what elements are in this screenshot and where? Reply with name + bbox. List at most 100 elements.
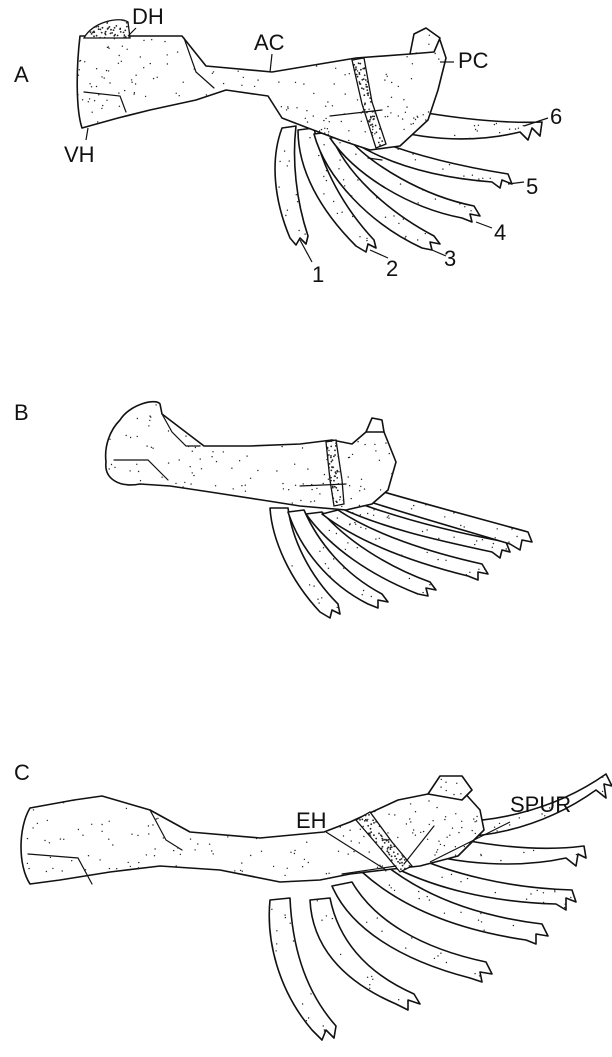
stipple-dot — [101, 108, 102, 109]
stipple-dot — [348, 140, 349, 141]
stipple-dot — [483, 930, 484, 931]
stipple-dot — [79, 40, 80, 41]
stipple-dot — [143, 67, 144, 68]
stipple-dot — [285, 215, 286, 216]
stipple-dot — [515, 128, 516, 129]
stipple-dot — [310, 993, 311, 994]
panel-c-spur-label: SPUR — [510, 792, 571, 817]
stipple-dot — [319, 551, 320, 552]
stipple-dot — [372, 129, 373, 130]
stipple-dot — [379, 865, 380, 866]
stipple-dot — [294, 464, 295, 465]
dense-stipple-dot — [390, 844, 392, 846]
dense-stipple-dot — [358, 62, 360, 64]
stipple-dot — [328, 450, 329, 451]
stipple-dot — [543, 892, 544, 893]
dense-stipple-dot — [367, 94, 369, 96]
stipple-dot — [327, 101, 328, 102]
stipple-dot — [150, 63, 151, 64]
stipple-dot — [398, 999, 399, 1000]
dense-stipple-dot — [96, 35, 98, 37]
stipple-dot — [282, 483, 283, 484]
stipple-dot — [213, 853, 214, 854]
stipple-dot — [432, 820, 433, 821]
stipple-dot — [131, 82, 132, 83]
stipple-dot — [472, 830, 473, 831]
panel-a: A — [14, 4, 562, 287]
panel-a-vh-leader — [86, 128, 88, 140]
stipple-dot — [287, 108, 288, 109]
dense-stipple-dot — [110, 29, 112, 31]
stipple-dot — [212, 451, 213, 452]
stipple-dot — [331, 541, 332, 542]
stipple-dot — [286, 109, 287, 110]
stipple-dot — [496, 830, 497, 831]
stipple-dot — [363, 590, 364, 591]
stipple-dot — [369, 988, 370, 989]
stipple-dot — [359, 505, 360, 506]
panel-c-eh-label: EH — [296, 808, 327, 833]
dense-stipple-dot — [90, 31, 92, 33]
dense-stipple-dot — [397, 853, 399, 855]
stipple-dot — [449, 164, 450, 165]
stipple-dot — [343, 835, 344, 836]
stipple-dot — [278, 186, 279, 187]
stipple-dot — [354, 522, 355, 523]
stipple-dot — [363, 826, 364, 827]
stipple-dot — [151, 39, 152, 40]
stipple-dot — [167, 54, 168, 55]
stipple-dot — [116, 868, 117, 869]
stipple-dot — [109, 82, 110, 83]
stipple-dot — [385, 217, 386, 218]
stipple-dot — [371, 596, 372, 597]
dense-stipple-dot — [128, 36, 130, 38]
stipple-dot — [453, 794, 454, 795]
stipple-dot — [313, 585, 314, 586]
stipple-dot — [163, 837, 164, 838]
stipple-dot — [352, 216, 353, 217]
stipple-dot — [126, 435, 127, 436]
stipple-dot — [366, 238, 367, 239]
stipple-dot — [401, 555, 402, 556]
stipple-dot — [440, 786, 441, 787]
panel-b-letter: B — [14, 400, 29, 425]
stipple-dot — [349, 485, 350, 486]
dense-stipple-dot — [124, 34, 126, 36]
dense-stipple-dot — [97, 26, 99, 28]
stipple-dot — [361, 121, 362, 122]
stipple-dot — [167, 63, 168, 64]
stipple-dot — [513, 925, 514, 926]
dense-stipple-dot — [376, 131, 378, 133]
dense-stipple-dot — [364, 814, 366, 816]
stipple-dot — [295, 485, 296, 486]
stipple-dot — [446, 790, 447, 791]
stipple-dot — [180, 854, 181, 855]
stipple-dot — [305, 118, 306, 119]
stipple-dot — [73, 800, 74, 801]
stipple-dot — [557, 801, 558, 802]
stipple-dot — [227, 836, 228, 837]
stipple-dot — [398, 149, 399, 150]
stipple-dot — [338, 139, 339, 140]
stipple-dot — [391, 82, 392, 83]
stipple-dot — [441, 779, 442, 780]
stipple-dot — [455, 813, 456, 814]
stipple-dot — [490, 178, 491, 179]
stipple-dot — [339, 159, 340, 160]
dense-stipple-dot — [328, 467, 330, 469]
dense-stipple-dot — [326, 448, 328, 450]
dense-stipple-dot — [364, 109, 366, 111]
stipple-dot — [246, 455, 247, 456]
dense-stipple-dot — [378, 833, 380, 835]
stipple-dot — [273, 866, 274, 867]
dense-stipple-dot — [401, 858, 403, 860]
stipple-dot — [452, 828, 453, 829]
dense-stipple-dot — [389, 854, 391, 856]
stipple-dot — [484, 569, 485, 570]
stipple-dot — [554, 891, 555, 892]
dense-stipple-dot — [367, 825, 369, 827]
stipple-dot — [324, 1029, 325, 1030]
stipple-dot — [348, 476, 349, 477]
stipple-dot — [526, 899, 527, 900]
stipple-dot — [241, 862, 242, 863]
